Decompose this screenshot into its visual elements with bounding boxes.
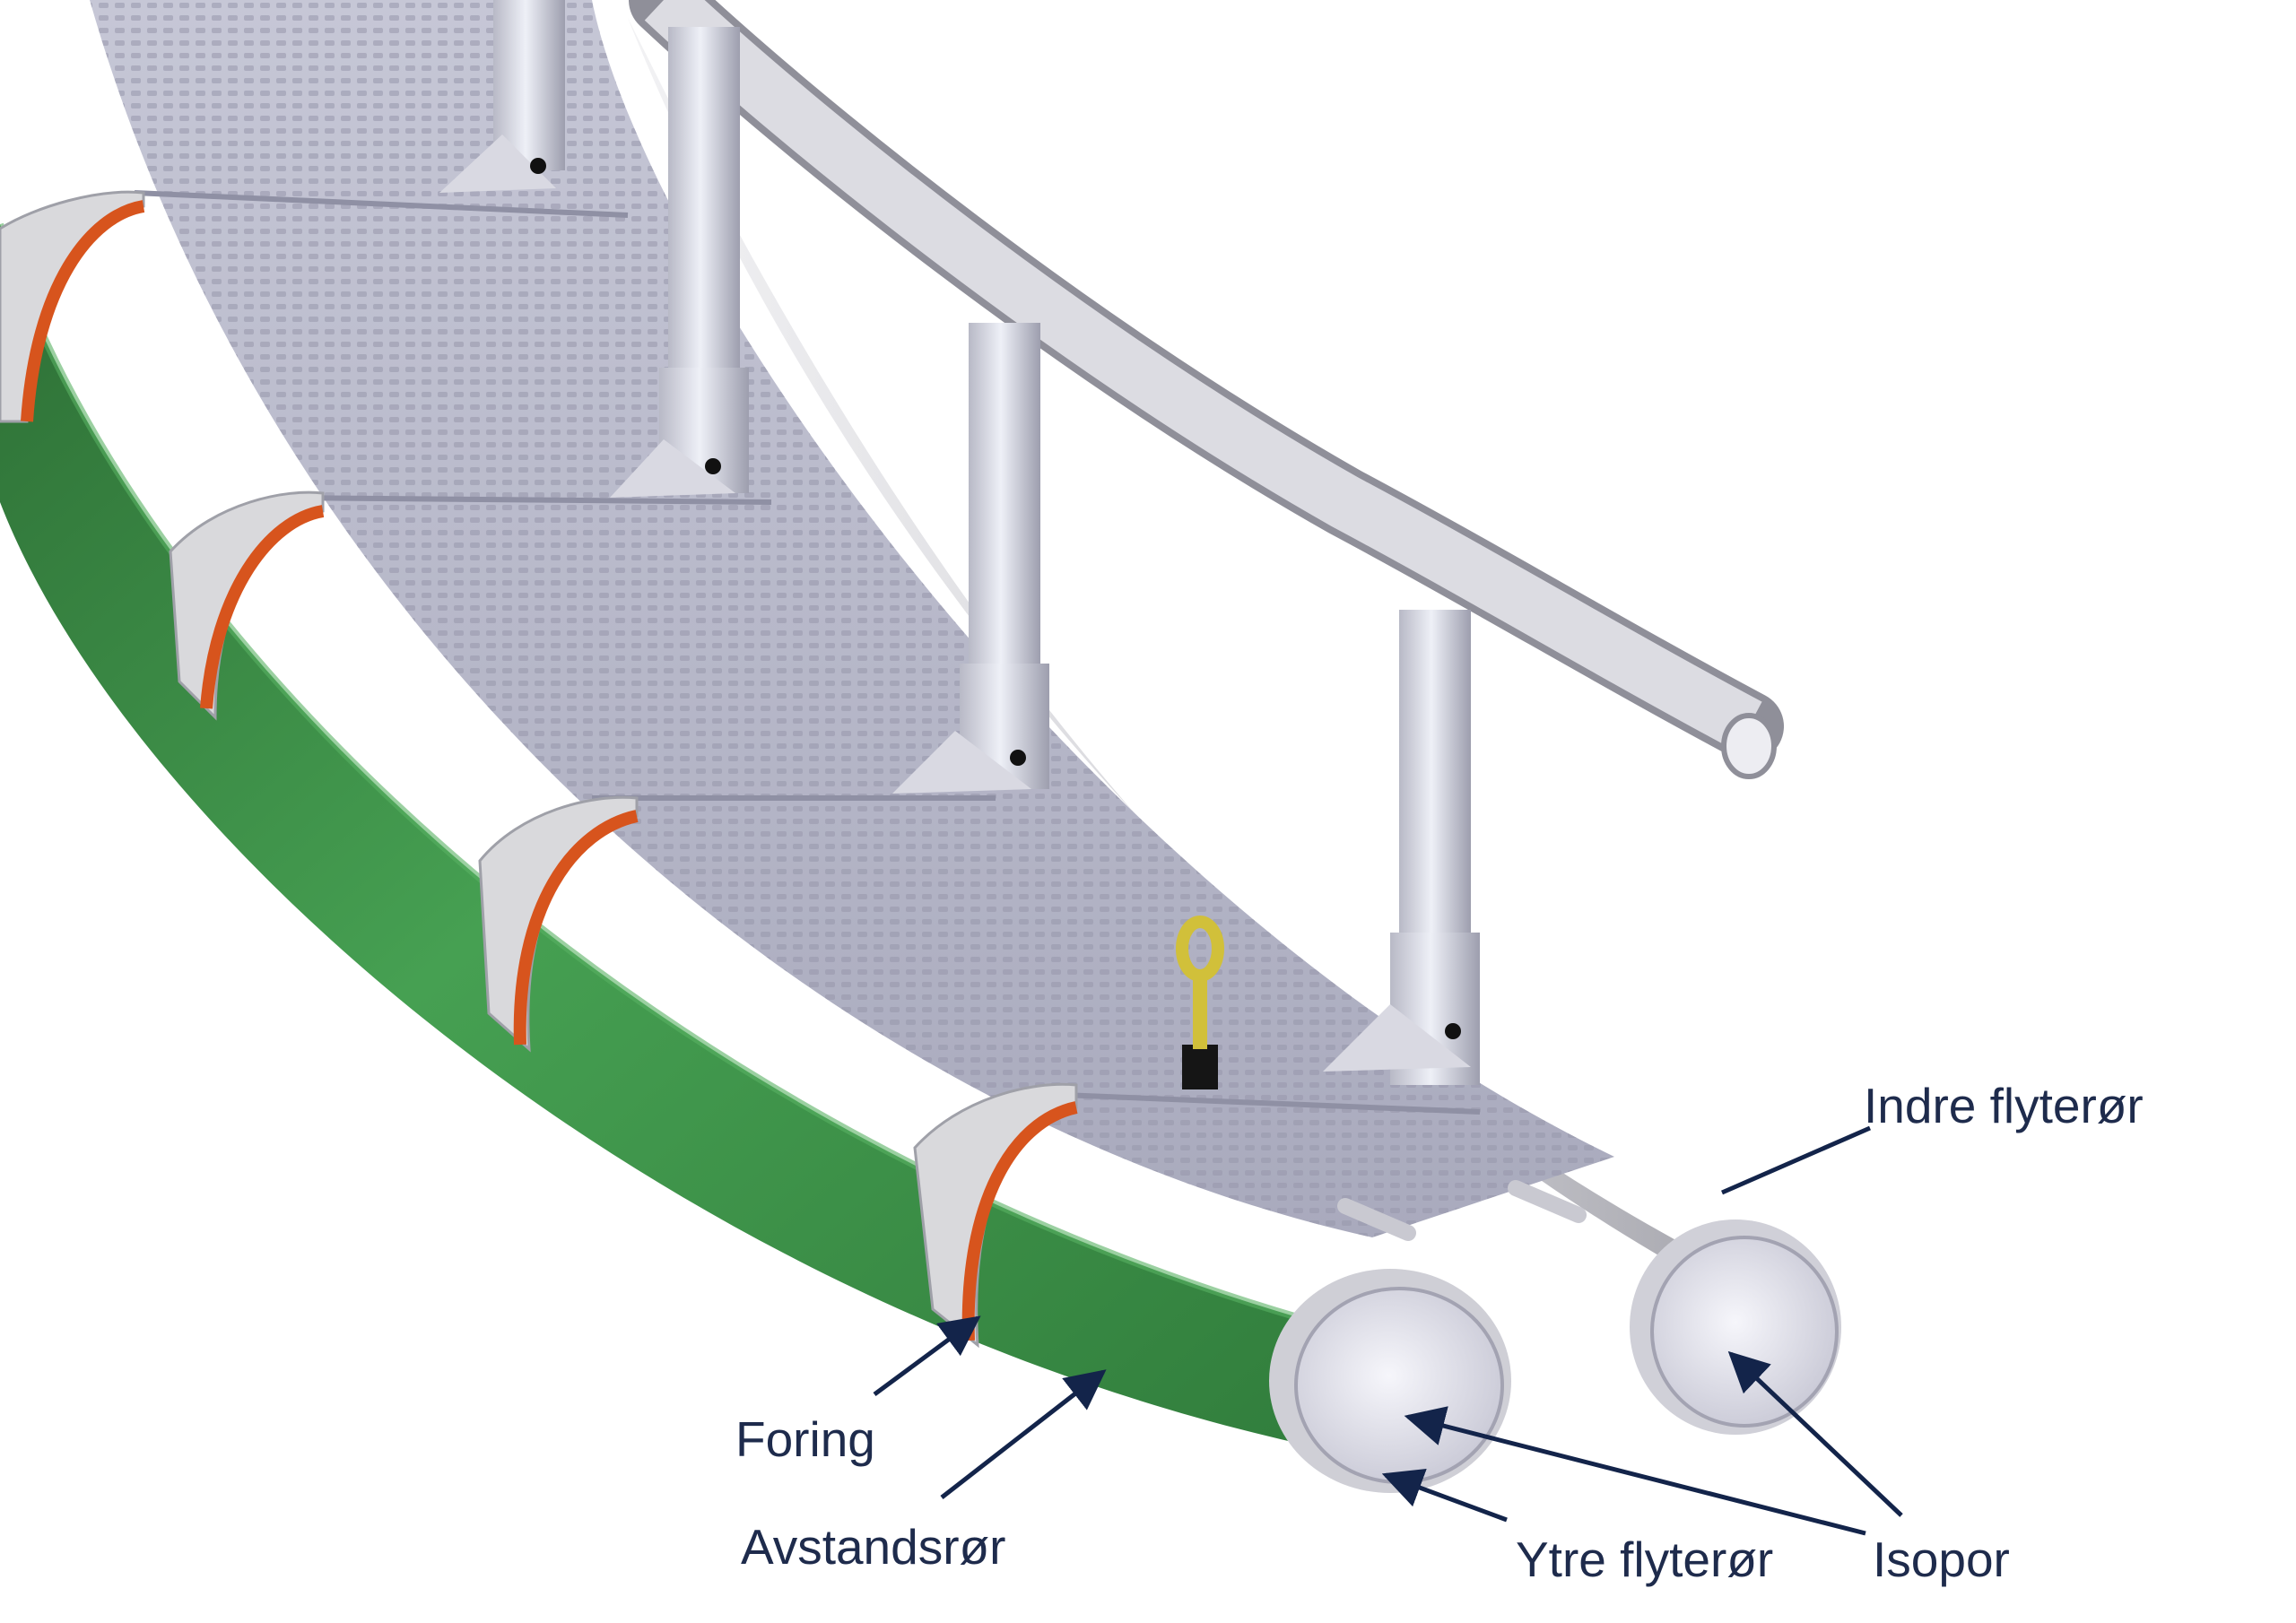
deck-pins	[1337, 1180, 1587, 1241]
foring-arrow	[873, 1315, 981, 1397]
stanchion-post-2	[610, 27, 749, 498]
isopor-arrow-inner	[1727, 1350, 1903, 1517]
clamp-2	[169, 490, 325, 721]
walkway-deck	[90, 0, 1614, 1237]
outer-pipe-end	[1269, 1269, 1511, 1493]
inner-pipe-end	[1630, 1219, 1841, 1435]
eye-bolt-icon	[1176, 916, 1224, 1089]
isopor-arrow-outer	[1404, 1406, 1866, 1536]
label-foring: Foring	[735, 1411, 875, 1467]
label-avstandsror: Avstandsrør	[741, 1519, 1006, 1575]
stanchion-post-3	[892, 323, 1049, 794]
callout-arrows	[873, 1125, 1903, 1536]
handrail	[629, 0, 1784, 779]
label-ytre-flyteror: Ytre flyterør	[1516, 1532, 1774, 1587]
label-indre-flyteror: Indre flyterør	[1864, 1078, 2144, 1133]
clamp-1	[0, 190, 145, 423]
stanchion-post-1	[439, 0, 565, 193]
stanchion-post-4	[1323, 610, 1480, 1085]
clamp-4	[913, 1082, 1078, 1349]
avstandsror-arrow	[940, 1369, 1107, 1499]
clamp-3	[478, 795, 639, 1053]
label-isopor: Isopor	[1873, 1532, 2010, 1587]
ytre-arrow	[1381, 1468, 1508, 1523]
indre-leader	[1721, 1125, 1871, 1195]
